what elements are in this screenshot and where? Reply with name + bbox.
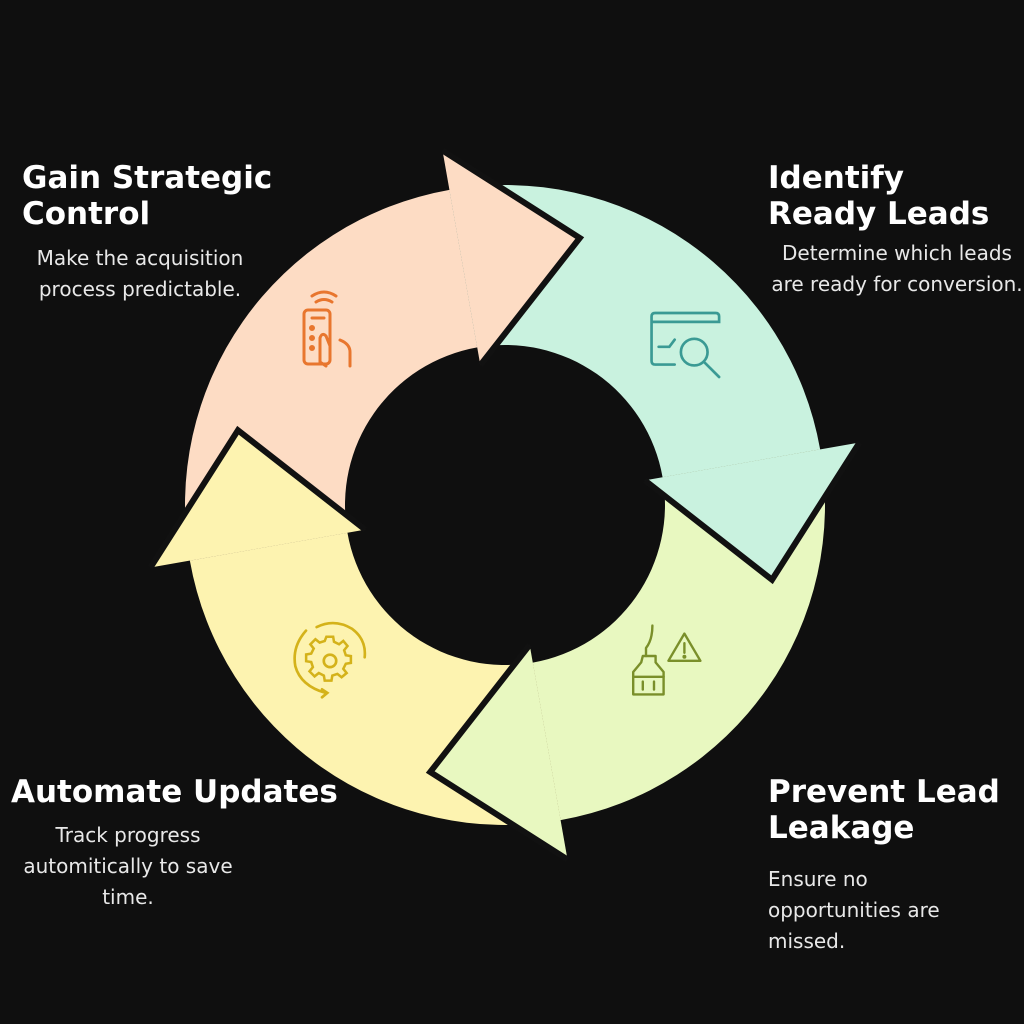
arrowhead-outline xyxy=(642,440,863,585)
cycle-arrowhead xyxy=(442,150,580,366)
step-title-gain-strategic-control: Gain Strategic Control xyxy=(22,160,273,232)
step-desc-identify-ready-leads: Determine which leads are ready for conv… xyxy=(771,241,1023,296)
step-title-automate-updates: Automate Updates xyxy=(11,774,338,810)
gear-cycle-icon xyxy=(293,621,367,699)
step-title-prevent-lead-leakage: Prevent Lead Leakage xyxy=(768,774,1000,846)
remote-control-hand-icon xyxy=(302,290,352,368)
leak-warning-icon xyxy=(632,624,702,696)
step-desc-prevent-lead-leakage: Ensure no opportunities are missed. xyxy=(768,867,940,953)
arrowhead-outline xyxy=(425,642,570,863)
step-desc-automate-updates: Track progress automitically to save tim… xyxy=(23,823,233,909)
step-desc-gain-strategic-control: Make the acquisition process predictable… xyxy=(36,246,244,301)
cycle-arrowhead xyxy=(644,442,860,580)
arrowhead-outline xyxy=(440,147,585,368)
cycle-arrowhead xyxy=(150,430,366,568)
chart-search-icon xyxy=(650,311,721,379)
arrowhead-outline xyxy=(147,425,368,570)
cycle-arrowhead xyxy=(430,644,568,860)
step-title-identify-ready-leads: Identify Ready Leads xyxy=(768,160,990,232)
